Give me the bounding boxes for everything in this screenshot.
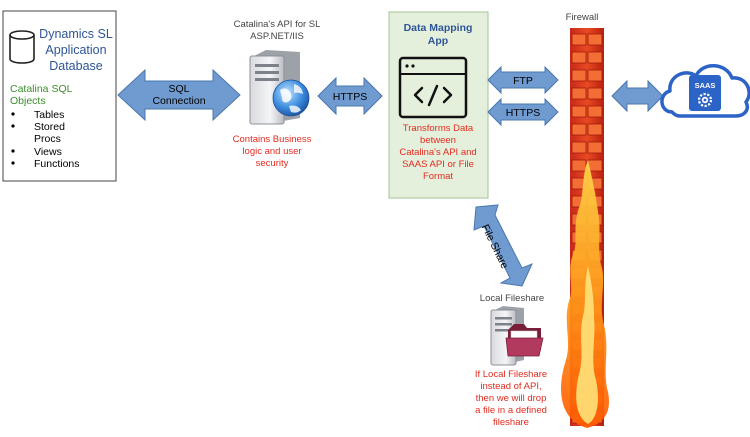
mapping-title-line1: Data Mapping [404, 22, 473, 34]
database-icon [9, 30, 35, 64]
mapping-note-line5: Format [423, 171, 453, 182]
local-fileshare-title: Local Fileshare [480, 293, 544, 304]
data-mapping-box [388, 11, 489, 199]
ftp-arrow [487, 65, 559, 95]
mapping-note-line4: SAAS API or File [402, 159, 474, 170]
fileshare-note-line1: If Local Fileshare [475, 369, 547, 380]
saas-cloud-icon: SAAS [660, 64, 750, 118]
https-arrow-right [487, 97, 559, 127]
mapping-title-line2: App [428, 35, 448, 47]
https-arrow-left [317, 76, 383, 116]
mapping-note-line3: Catalina's API and [399, 147, 476, 158]
api-server-title-line1: Catalina's API for SL [234, 19, 321, 30]
fileshare-note-line3: then we will drop [476, 393, 547, 404]
ftp-label: FTP [513, 75, 533, 87]
sql-arrow-label-line2: Connection [152, 95, 205, 107]
saas-label: SAAS [695, 81, 716, 90]
sql-connection-arrow [117, 68, 241, 122]
folder-icon [505, 324, 544, 357]
api-server-note-line1: Contains Business [233, 134, 312, 145]
https-left-label: HTTPS [333, 91, 367, 103]
gear-icon [697, 92, 713, 108]
saas-arrow [611, 79, 664, 113]
globe-icon [272, 79, 310, 117]
fileshare-note-line5: fileshare [493, 417, 529, 428]
file-share-arrow [473, 204, 533, 287]
db-object-item: Functions [34, 158, 80, 170]
db-object-item: Tables [34, 109, 64, 121]
mapping-note-line2: between [420, 135, 456, 146]
api-server-title-line2: ASP.NET/IIS [250, 31, 304, 42]
api-server-note-line2: logic and user [242, 146, 301, 157]
fileshare-note-line2: instead of API, [480, 381, 541, 392]
sql-arrow-label-line1: SQL [168, 83, 189, 95]
db-title-line1: Dynamics SL [39, 27, 113, 41]
db-object-item: Stored [34, 121, 65, 133]
db-objects-title-line1: Catalina SQL [10, 83, 73, 95]
fileshare-note-line4: a file in a defined [475, 405, 547, 416]
db-object-item: Procs [34, 133, 61, 145]
db-objects-title-line2: Objects [10, 95, 46, 107]
https-right-label: HTTPS [506, 107, 540, 119]
firewall-flames [560, 160, 610, 428]
firewall-label: Firewall [566, 12, 599, 23]
db-object-item: Views [34, 146, 62, 158]
code-window-icon [398, 56, 468, 119]
db-objects-list: Tables Stored Procs Views Functions [11, 109, 80, 170]
db-title-line3: Database [49, 59, 103, 73]
db-title-line2: Application [45, 43, 106, 57]
firewall-flames-core [576, 266, 598, 424]
mapping-note-line1: Transforms Data [403, 123, 474, 134]
api-server-note-line3: security [256, 158, 289, 169]
